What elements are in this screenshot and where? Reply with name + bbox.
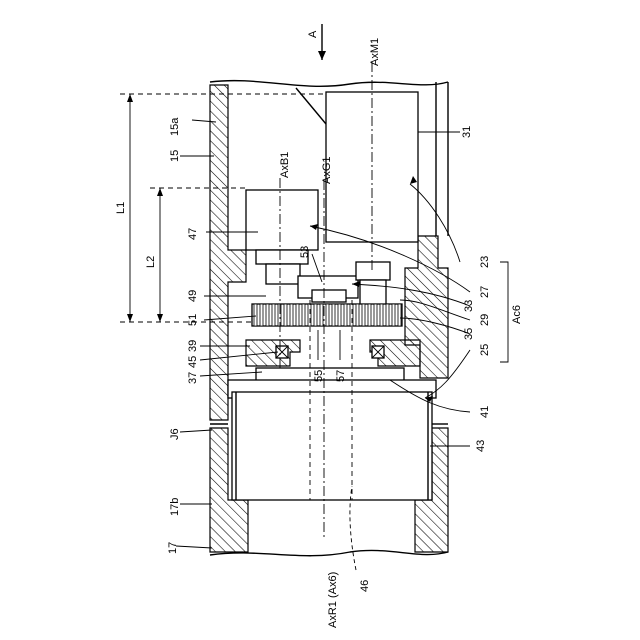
label-47: 47 bbox=[187, 228, 199, 240]
gear-tooth bbox=[308, 304, 311, 326]
reducer-43 bbox=[232, 392, 432, 500]
label-55: 55 bbox=[313, 370, 325, 382]
gear-tooth bbox=[362, 304, 365, 326]
gear-tooth bbox=[260, 304, 263, 326]
label-53: 53 bbox=[299, 246, 311, 258]
gear-tooth bbox=[320, 304, 323, 326]
gear-tooth bbox=[314, 304, 317, 326]
label-A: A bbox=[307, 30, 319, 38]
label-35: 35 bbox=[463, 328, 475, 340]
gear-tooth bbox=[338, 304, 341, 326]
label-AxM1: AxM1 bbox=[369, 38, 381, 66]
gear-tooth bbox=[332, 304, 335, 326]
label-49: 49 bbox=[187, 290, 199, 302]
gear-tooth bbox=[386, 304, 389, 326]
label-51: 51 bbox=[187, 314, 199, 326]
gear-tooth bbox=[326, 304, 329, 326]
label-25: 25 bbox=[479, 344, 491, 356]
label-27: 27 bbox=[479, 286, 491, 298]
gear-tooth bbox=[350, 304, 353, 326]
label-17: 17 bbox=[167, 542, 179, 554]
label-AxR1: AxR1 (Ax6) bbox=[327, 572, 339, 628]
label-43: 43 bbox=[475, 440, 487, 452]
label-46: 46 bbox=[359, 580, 371, 592]
gear-tooth bbox=[272, 304, 275, 326]
gear-tooth bbox=[374, 304, 377, 326]
gear-tooth bbox=[356, 304, 359, 326]
label-41: 41 bbox=[479, 406, 491, 418]
label-45: 45 bbox=[187, 356, 199, 368]
gear-tooth bbox=[296, 304, 299, 326]
label-J6: J6 bbox=[169, 428, 181, 440]
gear-tooth bbox=[302, 304, 305, 326]
label-29: 29 bbox=[479, 314, 491, 326]
label-33: 33 bbox=[463, 300, 475, 312]
label-37: 37 bbox=[187, 372, 199, 384]
motor-47 bbox=[246, 190, 318, 250]
label-AxG1: AxG1 bbox=[321, 156, 333, 184]
label-Ac6: Ac6 bbox=[511, 305, 523, 324]
label-L2: L2 bbox=[145, 256, 157, 268]
label-39: 39 bbox=[187, 340, 199, 352]
gear-tooth bbox=[380, 304, 383, 326]
flange-39 bbox=[246, 340, 300, 366]
gear-35 bbox=[252, 304, 402, 326]
gear-tooth bbox=[266, 304, 269, 326]
gear-tooth bbox=[290, 304, 293, 326]
gear-tooth bbox=[254, 304, 257, 326]
label-57: 57 bbox=[335, 370, 347, 382]
label-AxB1: AxB1 bbox=[279, 152, 291, 178]
label-31: 31 bbox=[461, 126, 473, 138]
gear-tooth bbox=[278, 304, 281, 326]
gear-tooth bbox=[392, 304, 395, 326]
gear-tooth bbox=[344, 304, 347, 326]
gear-tooth bbox=[398, 304, 401, 326]
labels: A AxM1 AxB1 AxG1 L1 L2 15a 15 47 53 49 5… bbox=[115, 30, 523, 628]
label-15a: 15a bbox=[169, 117, 181, 136]
gear-tooth bbox=[284, 304, 287, 326]
gear-tooth bbox=[368, 304, 371, 326]
top-break-line bbox=[210, 81, 448, 87]
label-17b: 17b bbox=[169, 498, 181, 516]
label-23: 23 bbox=[479, 256, 491, 268]
label-L1: L1 bbox=[115, 202, 127, 214]
label-15: 15 bbox=[169, 150, 181, 162]
